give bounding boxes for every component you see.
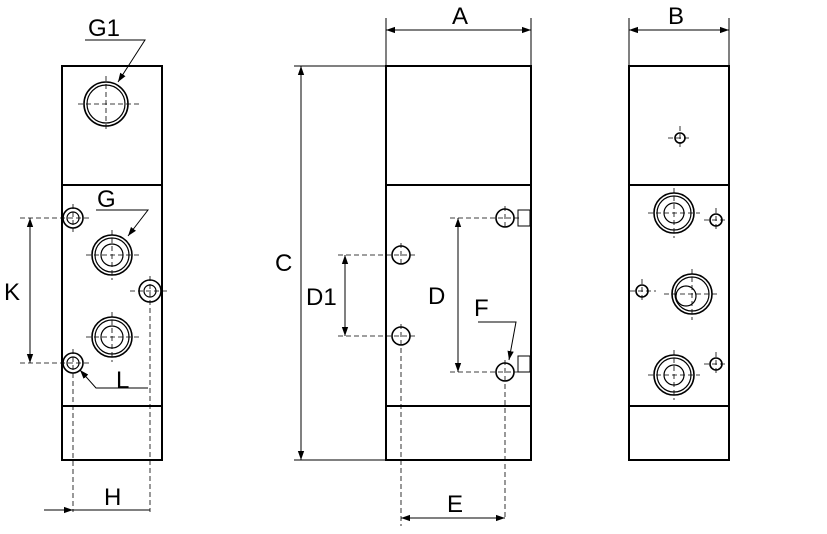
right-view: B: [628, 3, 730, 461]
port-side: [130, 276, 170, 512]
label-d1: D1: [306, 284, 337, 311]
mounting-hole-top: [20, 204, 92, 232]
leader-g1: [85, 39, 146, 83]
right-small-hole-top: [668, 126, 692, 150]
left-view-outline: [61, 65, 163, 461]
right-port-upper: [648, 188, 700, 238]
right-port-middle: [664, 269, 720, 320]
mounting-hole-bottom: [20, 349, 92, 512]
hole-d1-upper: [338, 243, 416, 267]
leader-l: [79, 369, 148, 389]
right-small-hole-middle: [630, 279, 656, 303]
label-h: H: [104, 484, 121, 511]
label-k: K: [4, 279, 20, 306]
label-f: F: [474, 295, 489, 322]
leader-g: [96, 209, 150, 237]
hole-d-lower: [450, 355, 531, 520]
label-l: L: [116, 367, 129, 394]
hole-d1-lower: [338, 324, 416, 348]
label-c: C: [275, 250, 292, 277]
port-g1: [78, 76, 140, 132]
right-small-hole-lower: [704, 352, 728, 376]
port-g-lower: [86, 312, 140, 362]
middle-view-outline: [385, 65, 532, 461]
label-a: A: [452, 3, 468, 30]
label-g1: G1: [88, 15, 120, 42]
right-view-outline: [628, 65, 730, 461]
right-small-hole-upper: [704, 208, 728, 232]
hole-d-upper: [450, 206, 531, 230]
left-view: K G1 G L H: [4, 15, 170, 514]
middle-view: A C D1: [275, 3, 532, 526]
label-e: E: [447, 491, 463, 518]
label-g: G: [97, 186, 116, 213]
port-g-upper: [86, 230, 140, 280]
label-b: B: [668, 3, 684, 30]
leader-f: [478, 321, 517, 361]
label-d: D: [428, 283, 445, 310]
right-port-lower: [648, 350, 700, 400]
